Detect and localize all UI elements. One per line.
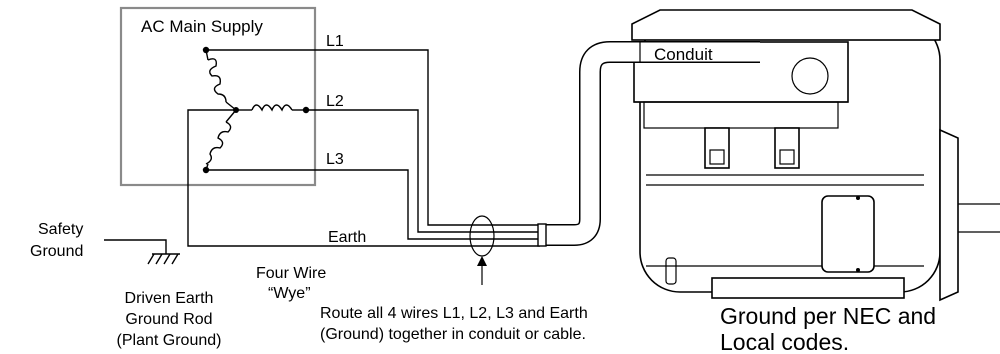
- motor: [631, 9, 1000, 302]
- l3-label: L3: [326, 151, 344, 168]
- side-slot: [665, 257, 677, 285]
- end-bell: [939, 128, 959, 302]
- l3-wire: [206, 169, 470, 240]
- nec-note-line-2: Local codes.: [720, 329, 849, 354]
- wire-bundle: [469, 215, 540, 285]
- ground-rod-label-2: Ground Rod: [125, 311, 212, 328]
- l2-wire: [306, 109, 470, 233]
- motor-top-cap: [631, 9, 941, 41]
- l1-label: L1: [326, 33, 344, 50]
- conduit-label: Conduit: [654, 45, 713, 64]
- l2-label: L2: [326, 93, 344, 110]
- junction-box-lower: [643, 101, 839, 129]
- ground-rod-label-3: (Plant Ground): [117, 332, 222, 349]
- mount-clamp-left: [704, 127, 730, 169]
- mount-clamp-right: [774, 127, 800, 169]
- wye-label: “Wye”: [268, 285, 311, 302]
- ground-rod-label-1: Driven Earth: [125, 290, 214, 307]
- earth-label: Earth: [328, 229, 366, 246]
- wye-windings: [187, 49, 306, 171]
- route-note-line-1: Route all 4 wires L1, L2, L3 and Earth: [320, 305, 588, 322]
- safety-ground-wire: [104, 239, 167, 254]
- safety-ground-label-1: Safety: [38, 221, 83, 238]
- nec-note-line-1: Ground per NEC and: [720, 303, 936, 329]
- nameplate: [821, 195, 875, 273]
- ac-main-supply-box: [119, 6, 317, 187]
- wye-neutral-node: [233, 107, 239, 113]
- motor-base: [711, 277, 905, 299]
- ground-symbol: [147, 253, 180, 265]
- bundle-ellipse: [469, 215, 495, 257]
- route-arrow-head: [477, 256, 487, 266]
- ac-main-supply-title: AC Main Supply: [141, 17, 263, 36]
- conduit-end-cap: [537, 223, 547, 247]
- motor-shaft: [958, 203, 1000, 233]
- four-wire-label: Four Wire: [256, 265, 326, 282]
- conduit: [537, 41, 760, 247]
- route-note-line-2: (Ground) together in conduit or cable.: [320, 326, 586, 343]
- safety-ground-label-2: Ground: [30, 243, 83, 260]
- earth-wire: [187, 152, 470, 247]
- l1-wire: [206, 49, 470, 226]
- junction-box-plug: [791, 57, 829, 95]
